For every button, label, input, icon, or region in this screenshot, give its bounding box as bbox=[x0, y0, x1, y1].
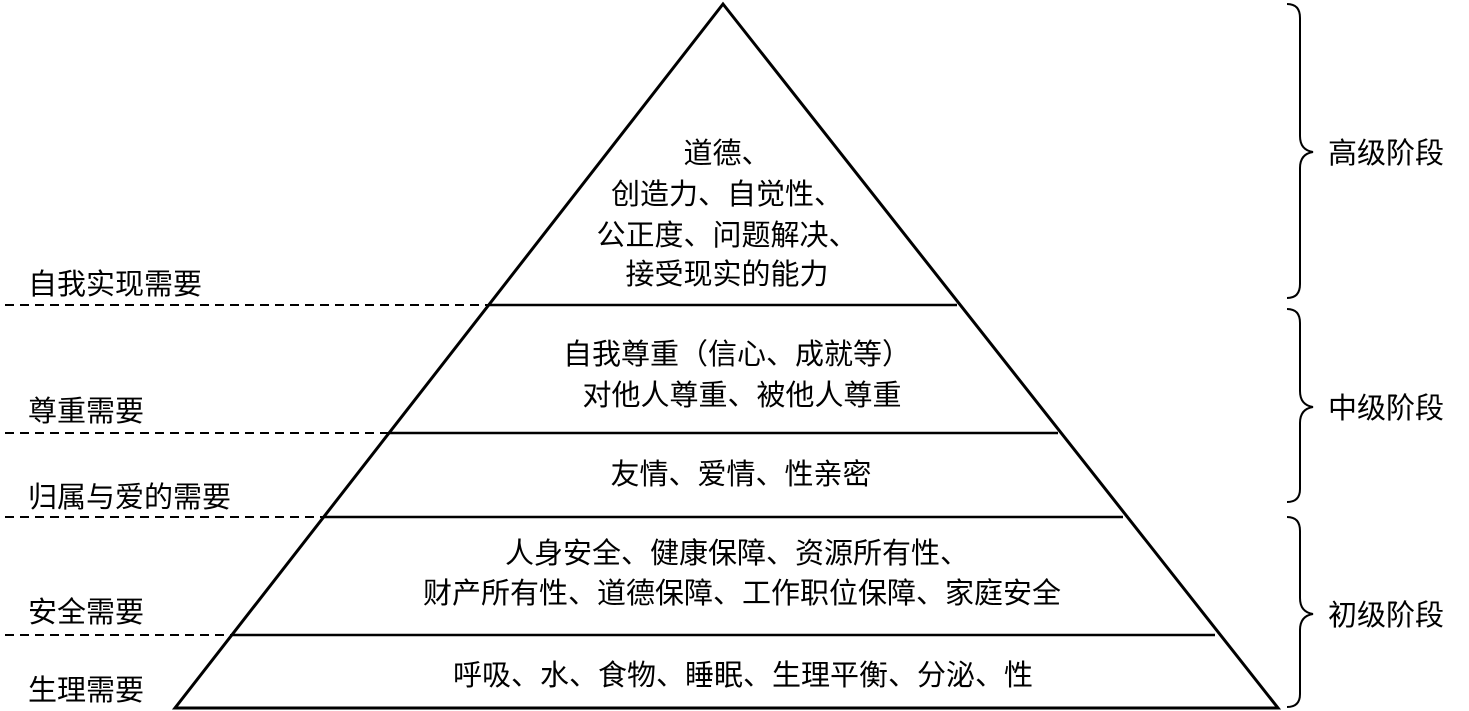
belonging-line-1: 友情、爱情、性亲密 bbox=[610, 457, 871, 491]
need-label-belonging: 归属与爱的需要 bbox=[28, 480, 231, 514]
need-label-safety: 安全需要 bbox=[28, 595, 144, 629]
esteem-line-1: 自我尊重（信心、成就等） bbox=[563, 337, 911, 371]
brace-high-stage bbox=[1286, 3, 1314, 299]
need-label-physiological: 生理需要 bbox=[28, 673, 144, 707]
safety-line-1: 人身安全、健康保障、资源所有性、 bbox=[505, 536, 969, 570]
self-actualization-line-3: 公正度、问题解决、 bbox=[596, 218, 857, 252]
stage-label-primary: 初级阶段 bbox=[1328, 598, 1444, 632]
pyramid-outline bbox=[171, 1, 1282, 710]
stage-label-high: 高级阶段 bbox=[1328, 136, 1444, 170]
brace-middle-stage bbox=[1286, 308, 1314, 503]
brace-primary-stage bbox=[1286, 516, 1314, 708]
self-actualization-line-4: 接受现实的能力 bbox=[625, 257, 828, 291]
esteem-line-2: 对他人尊重、被他人尊重 bbox=[582, 378, 901, 412]
stage-label-middle: 中级阶段 bbox=[1328, 391, 1444, 425]
need-label-esteem: 尊重需要 bbox=[28, 394, 144, 428]
self-actualization-line-1: 道德、 bbox=[683, 136, 770, 170]
physiological-line-1: 呼吸、水、食物、睡眠、生理平衡、分泌、性 bbox=[453, 658, 1033, 692]
need-label-self-actualization: 自我实现需要 bbox=[28, 267, 202, 301]
self-actualization-line-2: 创造力、自觉性、 bbox=[611, 177, 843, 211]
safety-line-2: 财产所有性、道德保障、工作职位保障、家庭安全 bbox=[423, 576, 1061, 610]
